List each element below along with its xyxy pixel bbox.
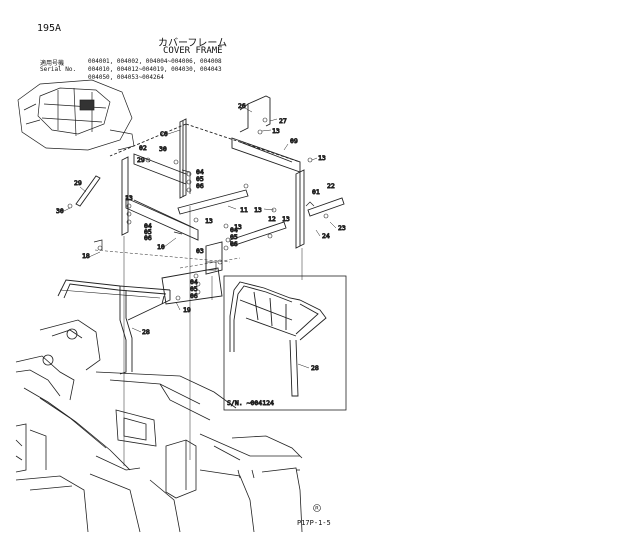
part-30-label: 30 bbox=[159, 145, 167, 153]
mounting-plate bbox=[161, 267, 223, 305]
part-03-label: 03 bbox=[196, 247, 204, 255]
part-05-label: 05 bbox=[196, 175, 204, 183]
part-09-label: 09 bbox=[290, 137, 298, 145]
part-22-label: 22 bbox=[327, 182, 335, 190]
part-28-label: 28 bbox=[142, 328, 150, 336]
footer-code: P17P-1-5 bbox=[297, 519, 331, 527]
part-27-label: 27 bbox=[279, 117, 287, 125]
part-06-label: 06 bbox=[190, 292, 198, 300]
inset-caption: S/N. ~004124 bbox=[227, 399, 274, 407]
registered-mark-icon bbox=[313, 504, 321, 512]
part-11-label: 11 bbox=[240, 206, 248, 214]
part-29-label: 29 bbox=[74, 179, 82, 187]
registered-mark-letter bbox=[315, 506, 319, 510]
serial-values-line-1: 004010, 004012~004019, 004030, 004043 bbox=[88, 66, 222, 73]
part-05-label: 05 bbox=[144, 228, 152, 236]
part-28-label: 28 bbox=[311, 364, 319, 372]
serial-label: Serial No. bbox=[40, 66, 77, 73]
part-04-label: 04 bbox=[230, 226, 238, 234]
label-leader-lines bbox=[63, 107, 337, 369]
part-26-label: 26 bbox=[238, 102, 246, 110]
assembly-guide-lines bbox=[94, 206, 303, 466]
part-04-label: 04 bbox=[196, 168, 204, 176]
small-brackets bbox=[93, 169, 315, 271]
part-06-label: 06 bbox=[196, 182, 204, 190]
part-13-label: 13 bbox=[234, 223, 242, 231]
page-code: 195A bbox=[37, 23, 62, 34]
part-13-label: 13 bbox=[254, 206, 262, 214]
part-10-label: 10 bbox=[157, 243, 165, 251]
serial-values-line-2: 004050, 004053~004264 bbox=[88, 74, 164, 81]
part-01-label: 01 bbox=[312, 188, 320, 196]
part-06-label: 06 bbox=[144, 234, 152, 242]
part-23-label: 23 bbox=[338, 224, 346, 232]
part-05-label: 05 bbox=[230, 233, 238, 241]
part-c0-label: C0 bbox=[160, 130, 168, 138]
part-13-label: 13 bbox=[318, 154, 326, 162]
part-13-label: 13 bbox=[282, 215, 290, 223]
part-04-label: 04 bbox=[144, 222, 152, 230]
part-number-labels: 26 27 13 09 13 C0 02 30 29 04 05 06 01 2… bbox=[56, 102, 347, 373]
part-05-label: 05 bbox=[190, 285, 198, 293]
applicable-label: 適用号機 bbox=[40, 60, 65, 67]
machine-thumbnail bbox=[17, 79, 135, 151]
applicable-values: 004001, 004002, 004004~004006, 004008 bbox=[88, 58, 222, 65]
part-24-label: 24 bbox=[322, 232, 330, 240]
part-04-label: 04 bbox=[190, 278, 198, 286]
part-13-label: 13 bbox=[125, 194, 133, 202]
part-12-label: 12 bbox=[268, 215, 276, 223]
part-30-label: 30 bbox=[56, 207, 64, 215]
part-18-label: 18 bbox=[82, 252, 90, 260]
part-19-label: 19 bbox=[183, 306, 191, 314]
inset-earlier-serial bbox=[223, 275, 347, 411]
title-japanese: カバーフレーム bbox=[158, 38, 228, 49]
part-13-label: 13 bbox=[205, 217, 213, 225]
cover-frame-main bbox=[75, 95, 345, 275]
title-english: COVER FRAME bbox=[163, 46, 223, 56]
upper-structure-base bbox=[15, 319, 303, 533]
part-06-label: 06 bbox=[230, 240, 238, 248]
part-02-label: 02 bbox=[139, 144, 147, 152]
part-29-label: 29 bbox=[137, 156, 145, 164]
part-13-label: 13 bbox=[272, 127, 280, 135]
handrail-main bbox=[57, 279, 171, 375]
